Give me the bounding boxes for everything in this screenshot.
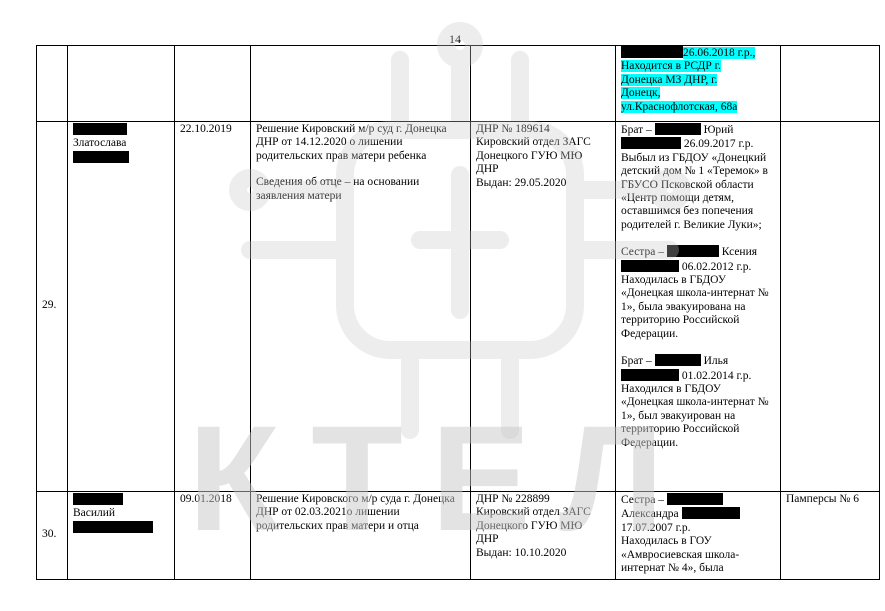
- document-line: Кировский отдел ЗАГС: [476, 136, 591, 149]
- cell-note: Памперсы № 6: [780, 491, 880, 580]
- redacted-block: [73, 150, 129, 163]
- cell-name: Василий: [67, 491, 175, 580]
- father-info-text: Сведения об отце – на основании заявлени…: [256, 176, 420, 202]
- children-table: 26.06.2018 г.р., Находится в РСДР г. Дон…: [36, 45, 880, 580]
- sibling-relation: Брат –: [621, 355, 652, 368]
- table-row: 29. Златослава 22.10.2019 Решение Кировс…: [36, 121, 880, 492]
- redacted-block: [681, 507, 740, 520]
- document-line: Выдан: 10.10.2020: [476, 546, 567, 559]
- cell-date: 22.10.2019: [174, 121, 251, 492]
- cell-decision: Решение Кировский м/р суд г. Донецка ДНР…: [250, 121, 471, 492]
- redacted-block: [73, 123, 127, 135]
- child-name: Василий: [73, 507, 116, 520]
- cell-document: ДНР № 189614 Кировский отдел ЗАГС Донецк…: [470, 121, 616, 492]
- decision-text: Решение Кировский м/р суд г. Донецка ДНР…: [256, 123, 447, 162]
- sibling-relation: Брат –: [621, 124, 652, 136]
- sibling-name: Илья: [703, 355, 729, 368]
- sibling-text: Донецка МЗ ДНР, г.: [621, 73, 718, 86]
- redacted-block: [73, 493, 123, 505]
- document-line: Донецкого ГУЮ МЮ: [476, 519, 583, 532]
- cell-note: [780, 121, 880, 492]
- cell-name: Златослава: [67, 121, 175, 492]
- page-number: 14: [449, 32, 461, 46]
- cell-document: ДНР № 228899 Кировский отдел ЗАГС Донецк…: [470, 491, 616, 580]
- sibling-dob: 17.07.2007 г.р.: [621, 521, 691, 534]
- cell-decision: [250, 45, 471, 122]
- document-line: Выдан: 29.05.2020: [476, 176, 567, 189]
- row-number: 29.: [36, 121, 68, 492]
- child-name: Златослава: [73, 137, 127, 150]
- document-line: ДНР: [476, 533, 499, 546]
- cell-siblings: Брат – Юрий 26.09.2017 г.р. Выбыл из ГБД…: [615, 121, 781, 492]
- cell-siblings: Сестра – Александра 17.07.2007 г.р. Нахо…: [615, 491, 781, 580]
- sibling-text: Выбыл из ГБДОУ «Донецкий детский дом № 1…: [621, 151, 768, 231]
- cell-note: [780, 45, 880, 122]
- redacted-block: [654, 123, 701, 135]
- sibling-dob: 01.02.2014 г.р.: [681, 369, 752, 382]
- document-line: ДНР № 189614: [476, 123, 550, 135]
- cell-date: [174, 45, 251, 122]
- cell-date: 09.01.2018: [174, 491, 251, 580]
- sibling-text: Находился в ГБДОУ «Донецкая школа-интерн…: [621, 382, 769, 449]
- cell-num: [36, 45, 68, 122]
- cell-siblings: 26.06.2018 г.р., Находится в РСДР г. Дон…: [615, 45, 781, 122]
- decision-text: Решение Кировского м/р суда г. Донецка Д…: [256, 493, 455, 532]
- sibling-name: Юрий: [703, 124, 734, 136]
- sibling-text: ул.Краснофлотская, 68а: [621, 100, 738, 113]
- sibling-name: Александра: [621, 508, 679, 521]
- document-line: Кировский отдел ЗАГС: [476, 506, 591, 519]
- redacted-block: [654, 354, 701, 367]
- table-row: 30. Василий 09.01.2018 Решение Кировског…: [36, 491, 880, 580]
- row-number: 30.: [36, 491, 68, 580]
- document-line: ДНР № 228899: [476, 493, 550, 505]
- document-line: ДНР: [476, 163, 499, 176]
- redacted-block: [621, 259, 679, 272]
- cell-name: [67, 45, 175, 122]
- table-row: 26.06.2018 г.р., Находится в РСДР г. Дон…: [36, 45, 880, 122]
- redacted-block: [621, 368, 679, 381]
- sibling-name: Ксения: [721, 246, 758, 259]
- sibling-text: Находится в РСДР г.: [621, 60, 721, 73]
- cell-document: [470, 45, 616, 122]
- sibling-text: Донецк,: [621, 87, 661, 100]
- sibling-dob: 26.06.2018 г.р.,: [683, 47, 756, 59]
- sibling-relation: Сестра –: [621, 494, 664, 506]
- redacted-block: [666, 493, 723, 505]
- redacted-block: [666, 245, 719, 258]
- cell-decision: Решение Кировского м/р суда г. Донецка Д…: [250, 491, 471, 580]
- redacted-block: [621, 137, 681, 150]
- sibling-text: Находилась в ГБДОУ «Донецкая школа-интер…: [621, 274, 769, 340]
- sibling-dob: 06.02.2012 г.р.: [681, 260, 752, 273]
- sibling-dob: 26.09.2017 г.р.: [683, 138, 754, 151]
- sibling-relation: Сестра –: [621, 246, 664, 259]
- redacted-block: [621, 46, 683, 58]
- sibling-text: Находилась в ГОУ «Амвросиевская школа-ин…: [621, 535, 740, 575]
- redacted-block: [73, 520, 153, 533]
- document-line: Донецкого ГУЮ МЮ: [476, 149, 583, 162]
